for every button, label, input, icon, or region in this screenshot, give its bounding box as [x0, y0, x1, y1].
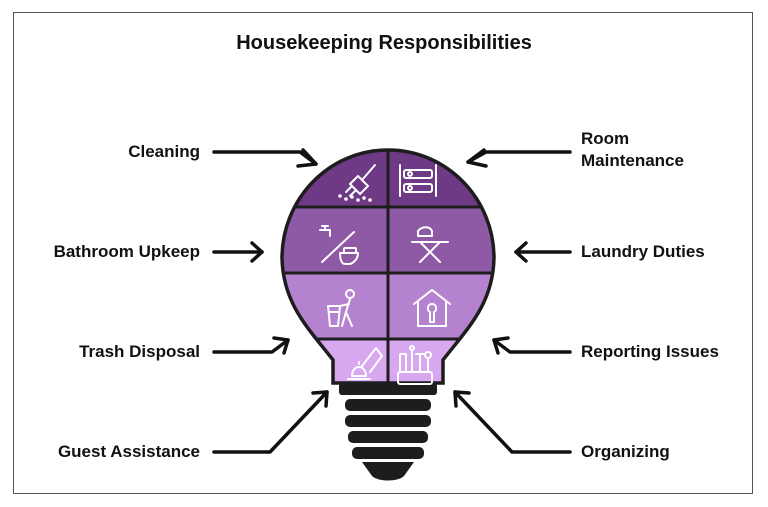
bulb-outline [280, 148, 496, 385]
bulb-base [339, 383, 437, 481]
label-room-maintenance-line2: Maintenance [581, 151, 684, 170]
broom-icon [338, 164, 376, 202]
label-laundry-duties: Laundry Duties [581, 242, 705, 261]
trash-person-icon [327, 289, 355, 327]
label-reporting-issues: Reporting Issues [581, 342, 719, 361]
bell-hand-icon [347, 347, 383, 380]
label-room-maintenance-line1: Room [581, 129, 630, 148]
iron-board-icon [411, 226, 449, 263]
arrow-bathroom-upkeep [212, 241, 264, 263]
label-bathroom-upkeep: Bathroom Upkeep [53, 242, 200, 261]
arrow-guest-assistance [212, 390, 329, 454]
bed-icon [399, 164, 437, 197]
house-wrench-icon [413, 289, 451, 327]
label-trash-disposal: Trash Disposal [79, 342, 200, 361]
arrow-trash-disposal [212, 336, 290, 355]
bulb-glass [282, 150, 494, 383]
arrow-organizing [453, 390, 572, 454]
bulb-row-2 [282, 207, 494, 273]
label-cleaning: Cleaning [128, 142, 200, 161]
arrow-cleaning [212, 148, 318, 168]
diagram-title: Housekeeping Responsibilities [236, 32, 532, 54]
faucet-toilet-icon [319, 225, 359, 265]
arrow-laundry-duties [514, 241, 572, 263]
label-guest-assistance: Guest Assistance [57, 442, 200, 461]
arrow-reporting-issues [492, 336, 572, 355]
label-room-maintenance: Room Maintenance [581, 128, 684, 172]
bulb-row-3 [282, 273, 494, 339]
label-organizing: Organizing [581, 442, 670, 461]
organizer-icon [397, 345, 433, 385]
arrow-room-maintenance [466, 148, 572, 168]
